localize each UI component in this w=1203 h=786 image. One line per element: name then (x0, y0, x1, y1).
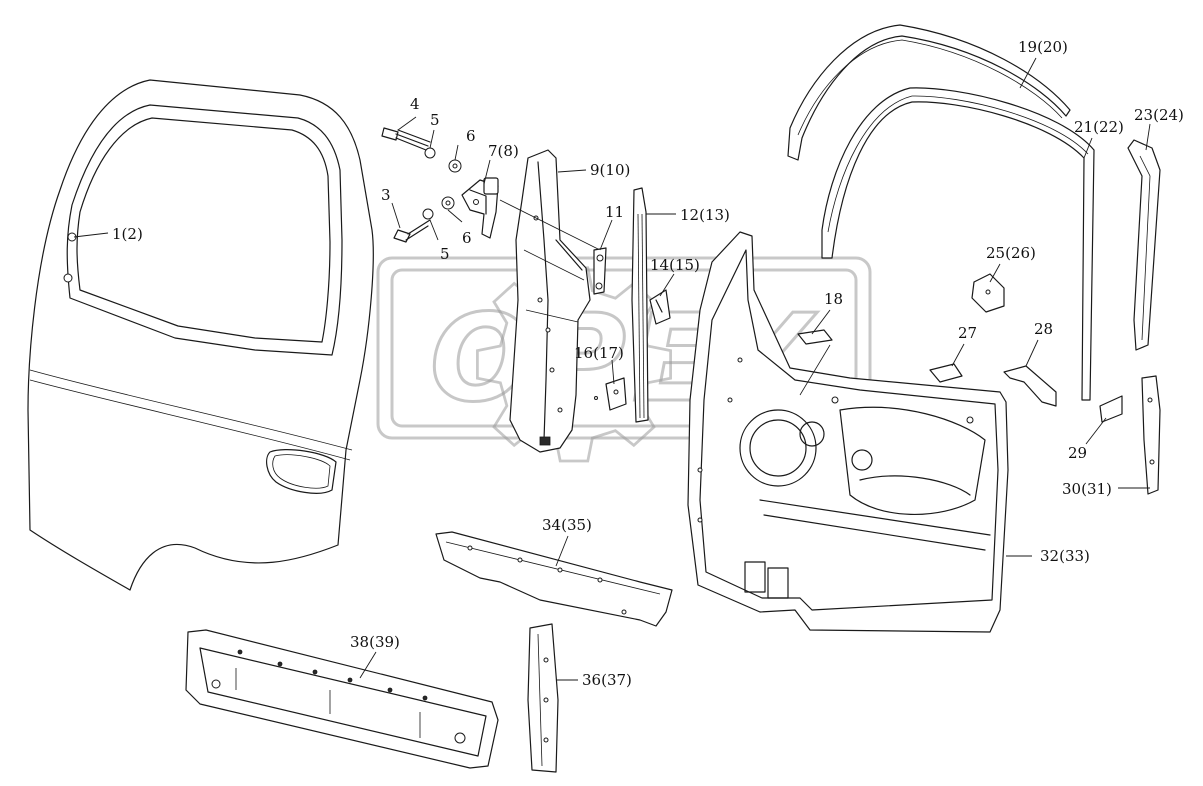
label-part-38: 38(39) (350, 633, 400, 651)
label-part-11: 11 (605, 203, 624, 221)
label-part-12: 12(13) (680, 206, 730, 224)
inner-door-panel (687, 231, 1009, 633)
label-part-27: 27 (958, 324, 977, 342)
label-part-4: 4 (410, 95, 420, 113)
bracket-11 (593, 247, 607, 295)
label-part-6-lower: 6 (462, 229, 472, 247)
label-part-29: 29 (1068, 444, 1087, 462)
label-part-16: 16(17) (574, 344, 624, 362)
label-part-19: 19(20) (1018, 38, 1068, 56)
outer-door-panel (27, 79, 374, 591)
small-brackets (594, 289, 671, 411)
hinge-assembly (381, 127, 499, 243)
label-part-1: 1(2) (112, 225, 143, 243)
label-part-25: 25(26) (986, 244, 1036, 262)
reinforcement-36 (527, 623, 559, 773)
label-part-6-upper: 6 (466, 127, 476, 145)
label-part-14: 14(15) (650, 256, 700, 274)
label-part-7: 7(8) (488, 142, 519, 160)
hinge-pillar (499, 149, 601, 453)
label-part-28: 28 (1034, 320, 1053, 338)
label-part-36: 36(37) (582, 671, 632, 689)
reinforcement-34 (435, 531, 673, 627)
window-moldings (787, 24, 1161, 401)
lower-beam (185, 629, 499, 769)
label-part-5-upper: 5 (430, 111, 440, 129)
label-part-18: 18 (824, 290, 843, 308)
glass-run-channel (631, 187, 649, 423)
leader-lines (73, 57, 1151, 681)
label-part-9: 9(10) (590, 161, 630, 179)
small-plates (797, 273, 1161, 495)
label-part-34: 34(35) (542, 516, 592, 534)
callout-labels: 1(2) 3 4 5 5 6 6 7(8) 9(10) 11 12(13) 14… (112, 38, 1184, 689)
label-part-30: 30(31) (1062, 480, 1112, 498)
label-part-21: 21(22) (1074, 118, 1124, 136)
label-part-32: 32(33) (1040, 547, 1090, 565)
label-part-23: 23(24) (1134, 106, 1184, 124)
label-part-3: 3 (381, 186, 391, 204)
label-part-5-lower: 5 (440, 245, 450, 263)
